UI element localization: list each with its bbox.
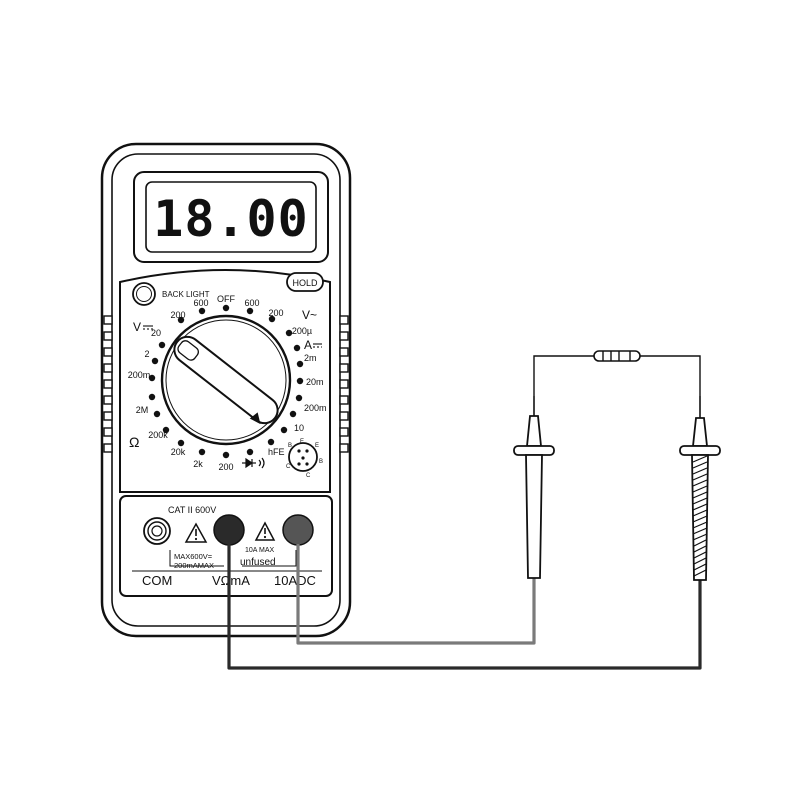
resistor-component (533, 350, 701, 396)
acv-symbol: V~ (302, 308, 317, 322)
max-voltage-label: MAX600V= (174, 552, 213, 561)
side-grip-left (103, 315, 113, 453)
dial-label-ohm-2m: 2M (136, 405, 149, 415)
hfe-pin-e2: E (315, 443, 319, 449)
dial-label-ohm-200k: 200k (148, 430, 168, 440)
red-lead-wire (227, 544, 702, 670)
hold-label: HOLD (292, 278, 318, 288)
dial-label-dcv-600: 600 (193, 298, 208, 308)
dial-label-dca-20m: 20m (306, 377, 324, 387)
vma-jack[interactable] (213, 514, 245, 546)
cat-rating: CAT II 600V (168, 505, 216, 515)
jack-label-com: COM (142, 573, 172, 588)
backlight-label: BACK LIGHT (162, 290, 210, 299)
side-grip-right (339, 315, 349, 453)
dial-label-dca-2m: 2m (304, 353, 317, 363)
jack-label-10adc: 10ADC (274, 573, 316, 588)
dial-label-dca-200m: 200m (304, 403, 327, 413)
black-lead-wire (296, 544, 536, 645)
dcv-symbol: V (133, 320, 141, 334)
right-test-probe[interactable] (679, 396, 721, 581)
dial-label-dcv-20: 20 (151, 328, 161, 338)
dial-label-dca-200u: 200µ (292, 326, 312, 336)
max-10a-label: 10A MAX (245, 547, 275, 554)
dial-label-ohm-20k: 20k (171, 447, 186, 457)
hfe-transistor-socket[interactable] (288, 442, 318, 472)
dial-position-dots (148, 304, 304, 459)
hfe-pin-c2: C (306, 473, 311, 479)
dial-label-dcv-2: 2 (144, 349, 149, 359)
jack-label-vma: VΩmA (212, 573, 250, 588)
diode-continuity-icon (242, 457, 265, 469)
hfe-pin-b2: B (319, 459, 323, 465)
dial-label-off: OFF (217, 294, 235, 304)
hfe-pin-c: C (286, 464, 291, 470)
max-current-label: 200mAMAX (174, 561, 214, 570)
10a-jack[interactable] (282, 514, 314, 546)
backlight-button[interactable] (132, 282, 156, 306)
rotary-selector-knob[interactable] (160, 314, 292, 446)
dial-label-dca-10: 10 (294, 423, 304, 433)
unfused-label: unfused (240, 557, 276, 568)
dial-label-acv-200: 200 (268, 308, 283, 318)
dial-label-ohm-2k: 2k (193, 459, 203, 469)
dca-dc-symbol-icon (313, 343, 322, 348)
dial-label-hfe: hFE (268, 447, 285, 457)
dca-symbol: A (304, 338, 312, 352)
knob-pointer-icon (249, 412, 261, 425)
hfe-pin-e: E (300, 439, 304, 445)
lcd-display: 18.00 (133, 171, 329, 263)
dial-label-dcv-200: 200 (170, 310, 185, 320)
dial-label-acv-600: 600 (244, 298, 259, 308)
warning-icon (184, 522, 208, 543)
hold-button[interactable]: HOLD (286, 272, 324, 292)
warning-icon-10a (254, 521, 276, 541)
dc-symbol-icon (143, 325, 153, 330)
left-test-probe[interactable] (513, 396, 555, 579)
hfe-pin-b: B (288, 443, 292, 449)
com-jack[interactable] (143, 517, 171, 545)
dial-label-ohm-200: 200 (218, 462, 233, 472)
lcd-reading: 18.00 (153, 190, 309, 248)
ohm-symbol: Ω (129, 434, 139, 450)
rating-bracket (169, 550, 297, 567)
dial-label-dcv-200m: 200m (128, 370, 151, 380)
probe-grip-hatching (692, 455, 708, 577)
